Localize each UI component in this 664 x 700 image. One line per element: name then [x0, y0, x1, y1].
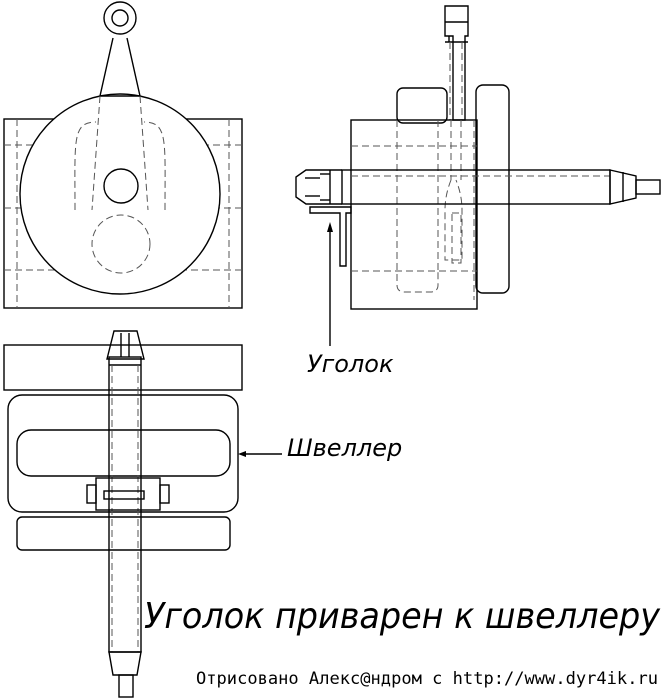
crank-pin: [103, 168, 139, 204]
flywheel-disc: [19, 93, 221, 295]
flywheel-edge: [16, 516, 231, 551]
flywheel-rim: [475, 84, 510, 294]
top-view-block: [3, 344, 243, 391]
rod-eye: [111, 9, 129, 27]
shaft-taper: [609, 169, 637, 205]
connecting-rod: [99, 37, 141, 97]
shaft-top-taper: [106, 330, 145, 360]
piston-rod: [444, 5, 469, 121]
leader-angle-arrow: [327, 222, 333, 232]
crank-boss: [91, 214, 151, 274]
angle-slot: [103, 490, 145, 500]
shaft-tip: [635, 179, 661, 195]
channel-inner: [16, 429, 231, 477]
label-angle: Уголок: [307, 350, 394, 378]
shaft-nut: [295, 169, 342, 205]
side-view: [295, 5, 661, 346]
shaft-bottom-tip: [118, 674, 134, 698]
leader-channel-arrow: [238, 451, 246, 457]
shaft-bottom-taper: [108, 651, 142, 676]
front-view: [3, 1, 243, 309]
credit-line: Отрисовано Алекс@ндром с http://www.dyr4…: [196, 669, 658, 689]
welded-angle: [309, 206, 352, 267]
label-channel: Швеллер: [287, 434, 402, 462]
shaft-vertical: [108, 356, 142, 653]
side-view-block: [350, 119, 478, 310]
rod-small-end: [103, 1, 137, 35]
angle-bracket: [95, 477, 161, 511]
top-view: [3, 330, 282, 698]
channel-body: [7, 394, 239, 513]
caption: Уголок приварен к швеллеру: [144, 596, 661, 637]
cylinder-head: [396, 87, 448, 124]
